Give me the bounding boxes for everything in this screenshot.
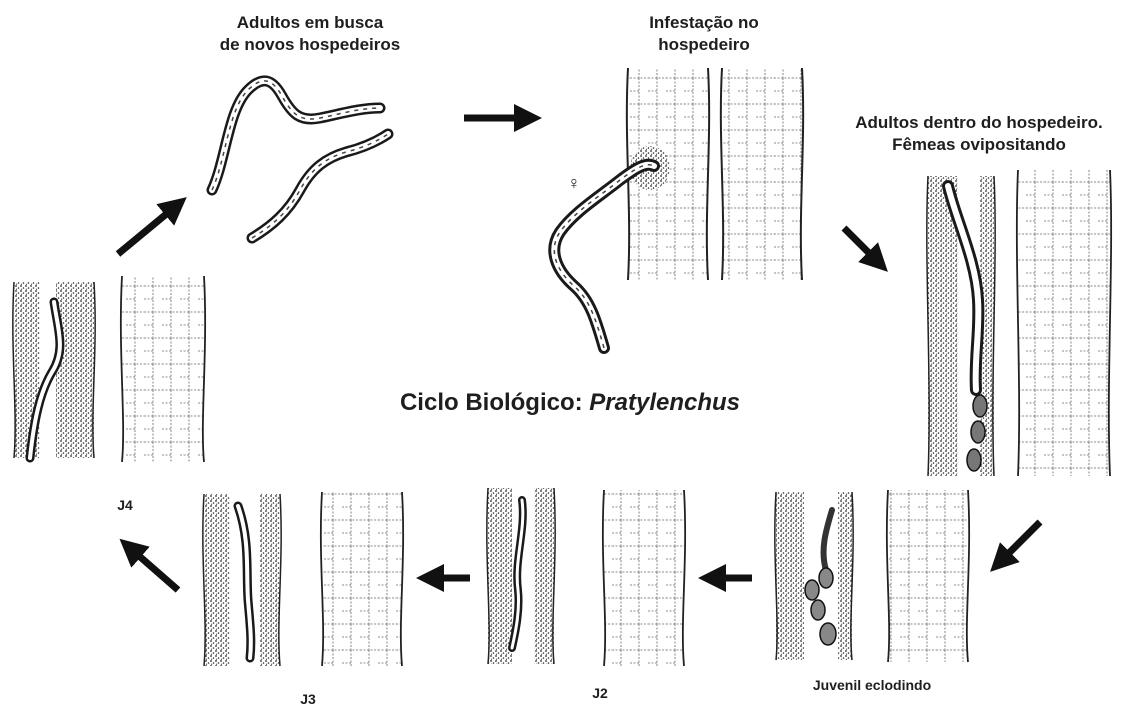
- j4-panel: [13, 276, 205, 462]
- label-adults-seeking-line2: de novos hospedeiros: [180, 34, 440, 56]
- label-adults-seeking: Adultos em busca de novos hospedeiros: [180, 12, 440, 56]
- label-juvenile-hatching: Juvenil eclodindo: [786, 674, 958, 696]
- j2-panel: [487, 488, 685, 666]
- label-infestation-line2: hospedeiro: [616, 34, 792, 56]
- adult-worm-1: [212, 81, 380, 190]
- label-infestation: Infestação no hospedeiro: [616, 12, 792, 56]
- diagram-title: Ciclo Biológico: Pratylenchus: [330, 392, 810, 414]
- label-adults-seeking-line1: Adultos em busca: [180, 12, 440, 34]
- label-adults-inside-line1: Adultos dentro do hospedeiro.: [822, 112, 1136, 134]
- female-symbol: ♀: [564, 172, 584, 194]
- juvenile-hatching-panel: [775, 490, 969, 662]
- label-adults-inside-line2: Fêmeas ovipositando: [822, 134, 1136, 156]
- label-j4: J4: [110, 494, 140, 516]
- title-prefix: Ciclo Biológico:: [400, 389, 589, 416]
- arrow-to-juvenile-hatching: [1000, 522, 1040, 562]
- j3-panel: [203, 492, 403, 666]
- label-adults-inside: Adultos dentro do hospedeiro. Fêmeas ovi…: [822, 112, 1136, 156]
- root-cells-right: [1018, 170, 1110, 476]
- infestation-root-panel: [554, 68, 803, 348]
- label-j3: J3: [288, 688, 328, 709]
- adult-worms-seeking: [212, 81, 388, 238]
- label-infestation-line1: Infestação no: [616, 12, 792, 34]
- label-j2: J2: [580, 682, 620, 704]
- root-cells-right: [722, 68, 802, 280]
- hatching-juvenile: [824, 510, 832, 570]
- arrow-to-adults-inside: [844, 228, 878, 262]
- arrow-to-adults-seeking: [118, 206, 176, 254]
- adults-inside-root-panel: [927, 170, 1111, 476]
- arrow-to-j4: [130, 548, 178, 590]
- title-genus: Pratylenchus: [589, 389, 740, 416]
